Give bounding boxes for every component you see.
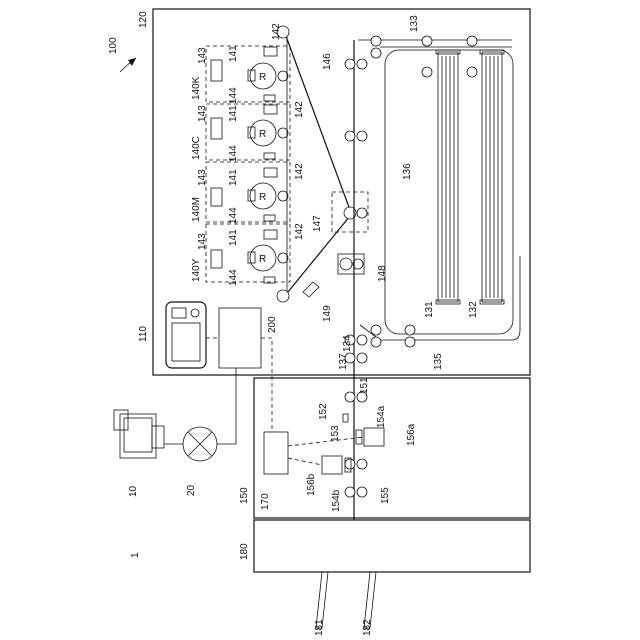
label-path-b: 134 <box>342 335 353 352</box>
link-control-inspection <box>261 338 272 432</box>
label-printer: 100 <box>108 37 119 54</box>
operation-panel-110 <box>166 302 206 368</box>
controller-170 <box>264 432 288 474</box>
label-panel: 110 <box>138 326 149 342</box>
label-camera-b: 156b <box>306 473 317 496</box>
label-drum-k: 141 <box>228 45 239 62</box>
label-exposure-c: 143 <box>197 105 208 122</box>
label-path-bottom: 135 <box>433 353 444 370</box>
label-drum-c: 141 <box>228 105 239 122</box>
label-control-unit: 200 <box>267 316 278 333</box>
label-exposure-y: 143 <box>197 233 208 250</box>
label-charger-m: 142 <box>294 163 305 180</box>
network-20 <box>183 427 217 461</box>
drum-mark-m: R <box>259 192 266 203</box>
label-cleaner: 149 <box>322 305 333 322</box>
control-unit-200 <box>219 308 261 368</box>
sensor-152 <box>343 414 348 422</box>
camera-156b <box>322 456 342 474</box>
drum-m <box>211 168 288 221</box>
label-drum-y: 141 <box>228 229 239 246</box>
label-post: 180 <box>239 543 250 560</box>
label-printer-body: 120 <box>138 11 149 28</box>
label-path-top: 133 <box>409 15 420 32</box>
label-tray-a: 131 <box>424 301 435 318</box>
label-belt: 146 <box>322 53 333 70</box>
label-sensor-b: 152 <box>318 403 329 420</box>
label-exposure-k: 143 <box>197 47 208 64</box>
label-path-mid: 136 <box>402 163 413 180</box>
label-sensor-a: 151 <box>359 377 370 394</box>
label-charger-k: 142 <box>271 23 282 40</box>
label-tray-182: 182 <box>362 619 373 636</box>
inspection-frame-150 <box>254 378 530 518</box>
paper-tray-131 <box>436 50 460 304</box>
leader-100-arrow <box>128 58 136 66</box>
drum-c <box>211 105 288 159</box>
path-rollers <box>345 36 477 363</box>
label-unit-c: 140C <box>191 136 202 160</box>
drum-y <box>211 230 288 283</box>
label-tray-181: 181 <box>314 619 325 636</box>
label-layer: 1 10 20 100 110 120 200 140K 140C 140M 1… <box>108 11 479 636</box>
label-developer-y: 144 <box>228 269 239 286</box>
signal-line-b <box>288 458 322 465</box>
label-exposure-m: 143 <box>197 169 208 186</box>
fixer-148 <box>338 254 364 274</box>
drum-mark-k: R <box>259 72 266 83</box>
transfer-belt-146 <box>277 26 350 302</box>
label-light-b: 154b <box>331 489 342 512</box>
label-drum-m: 141 <box>228 169 239 186</box>
label-transfer: 147 <box>312 215 323 232</box>
computer-10 <box>114 410 164 458</box>
label-computer: 10 <box>128 485 139 497</box>
label-unit-k: 140K <box>191 76 202 100</box>
label-unit-y: 140Y <box>191 258 202 282</box>
label-controller: 170 <box>260 493 271 510</box>
label-camera-a: 156a <box>406 423 417 446</box>
label-charger-c: 142 <box>294 101 305 118</box>
label-path-c: 137 <box>338 353 349 370</box>
label-sensor-c: 153 <box>330 425 341 442</box>
camera-156a <box>364 428 384 446</box>
label-roller-155: 155 <box>380 487 391 504</box>
label-network: 20 <box>186 484 197 496</box>
drum-k <box>211 47 288 101</box>
label-inspection: 150 <box>239 487 250 504</box>
post-frame-180 <box>254 520 530 572</box>
label-tray-b: 132 <box>468 301 479 318</box>
paper-tray-132 <box>480 50 504 304</box>
link-network-printer <box>217 370 236 444</box>
label-unit-m: 140M <box>191 197 202 222</box>
cleaner-149 <box>303 282 319 297</box>
label-developer-m: 144 <box>228 207 239 224</box>
transfer-backup-roller <box>357 208 367 218</box>
label-charger-y: 142 <box>294 223 305 240</box>
label-fixer: 148 <box>377 265 388 282</box>
drum-mark-c: R <box>259 129 266 140</box>
image-forming-units <box>206 46 290 282</box>
label-developer-k: 144 <box>228 87 239 104</box>
label-system: 1 <box>130 552 141 558</box>
signal-line-a <box>288 437 364 446</box>
drum-mark-y: R <box>259 254 266 265</box>
label-developer-c: 144 <box>228 145 239 162</box>
label-light-a: 154a <box>376 405 387 428</box>
